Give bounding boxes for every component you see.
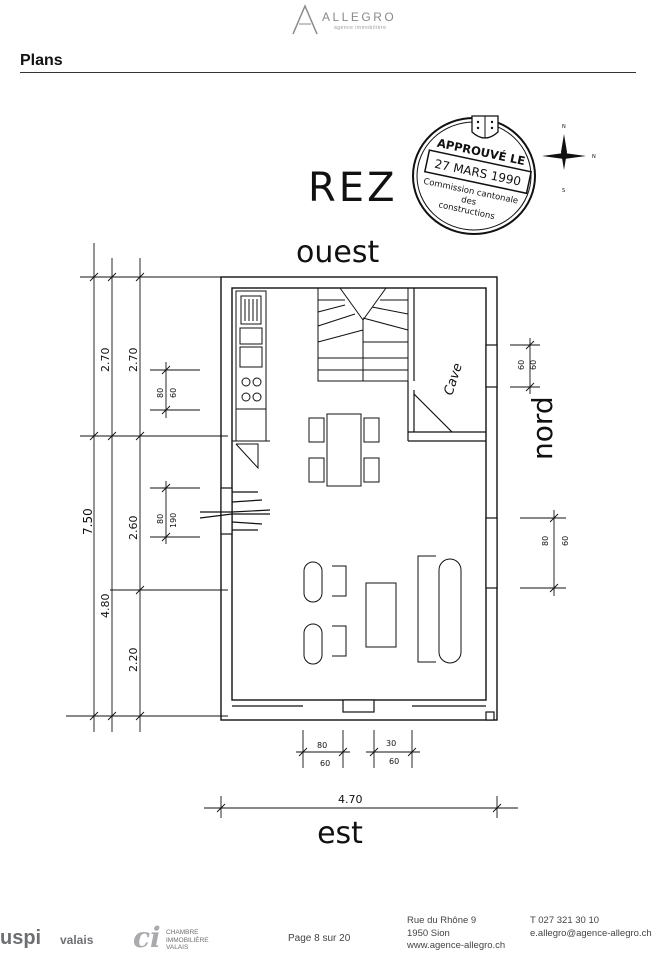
orientation-west: ouest [296, 235, 379, 270]
coat-of-arms-icon [471, 115, 499, 139]
ci-logo-icon: ci [133, 921, 161, 954]
approval-stamp: APPROUVÉ LE 27 MARS 1990 Commission cant… [412, 115, 536, 235]
dim-east-win1-bot: 60 [320, 759, 330, 768]
floor-plan: REZ ouest est nord APPROUVÉ LE 27 MARS 1… [0, 80, 670, 900]
header-divider [20, 72, 636, 73]
agency-address: Rue du Rhône 9 1950 Sion www.agence-alle… [407, 915, 505, 953]
chambre-immobiliere-logo: CHAMBRE IMMOBILIÈRE VALAIS [166, 929, 226, 952]
east-windows [232, 699, 495, 721]
website-link[interactable]: www.agence-allegro.ch [407, 940, 506, 951]
dim-north-win-bot: 60 [529, 360, 538, 370]
north-windows [485, 344, 498, 589]
ci-line-3: VALAIS [166, 944, 189, 951]
dim-north-win2-top: 80 [541, 536, 550, 546]
agency-contact: T 027 321 30 10 e.allegro@agence-allegro… [530, 915, 652, 940]
page-title: Plans [20, 52, 63, 69]
dim-east-win1-top: 80 [317, 741, 327, 750]
dim-door-bot: 190 [169, 513, 178, 528]
ci-line-2: IMMOBILIÈRE [166, 936, 209, 944]
email-link[interactable]: e.allegro@agence-allegro.ch [530, 927, 652, 939]
dim-total-height: 7.50 [81, 508, 95, 535]
ci-line-1: CHAMBRE [166, 929, 199, 936]
compass-s: S [562, 188, 565, 194]
living-furniture [303, 555, 462, 665]
dim-north-win2-bot: 60 [561, 536, 570, 546]
dim-left-top-2: 2.70 [127, 348, 140, 373]
orientation-east: est [317, 816, 363, 851]
compass-icon: N N S [542, 124, 596, 194]
orientation-north: nord [526, 396, 559, 460]
dim-left-low: 4.80 [99, 594, 112, 619]
allegro-logo: ALLEGRO agence immobilière [290, 2, 410, 38]
logo-name: ALLEGRO [322, 10, 397, 24]
compass-z: N [592, 154, 596, 160]
page-number: Page 8 sur 20 [288, 933, 351, 944]
uspi-logo: uspi [0, 927, 42, 949]
dim-door-top: 80 [156, 514, 165, 524]
dim-total-width: 4.70 [338, 793, 363, 806]
address-line-1: Rue du Rhône 9 [407, 915, 477, 926]
entrance-door [199, 487, 271, 535]
dim-left-bottom: 2.20 [127, 648, 140, 673]
left-dimensions [66, 243, 228, 732]
dining-table [308, 413, 380, 487]
dim-east-win2-top: 30 [386, 739, 396, 748]
address-line-2: 1950 Sion [407, 927, 450, 939]
right-dimensions [510, 338, 566, 596]
bottom-dimensions [204, 730, 518, 818]
compass-n: N [562, 124, 566, 130]
dim-north-win-top: 60 [517, 360, 526, 370]
dim-left-top: 2.70 [99, 348, 112, 373]
phone-number: T 027 321 30 10 [530, 915, 600, 926]
page-header: ALLEGRO agence immobilière Plans [0, 0, 670, 73]
dim-left-mid: 2.60 [127, 516, 140, 541]
page-footer: uspi valais ci CHAMBRE IMMOBILIÈRE VALAI… [0, 905, 670, 960]
allegro-logo-icon [292, 4, 318, 35]
dim-east-win2-bot: 60 [389, 757, 399, 766]
stamp-line-2: des [460, 195, 477, 208]
logo-subtitle: agence immobilière [334, 25, 387, 31]
cellar-wall [407, 288, 486, 442]
dim-kitchen-top: 80 [156, 388, 165, 398]
staircase [317, 287, 409, 382]
room-label-cave: Cave [442, 361, 466, 397]
dim-kitchen-bot: 60 [169, 388, 178, 398]
kitchen-counter [232, 290, 270, 470]
plan-level-title: REZ [308, 165, 397, 211]
uspi-logo-sub: valais [60, 933, 94, 947]
floor-plan-drawing: REZ ouest est nord APPROUVÉ LE 27 MARS 1… [66, 115, 596, 851]
